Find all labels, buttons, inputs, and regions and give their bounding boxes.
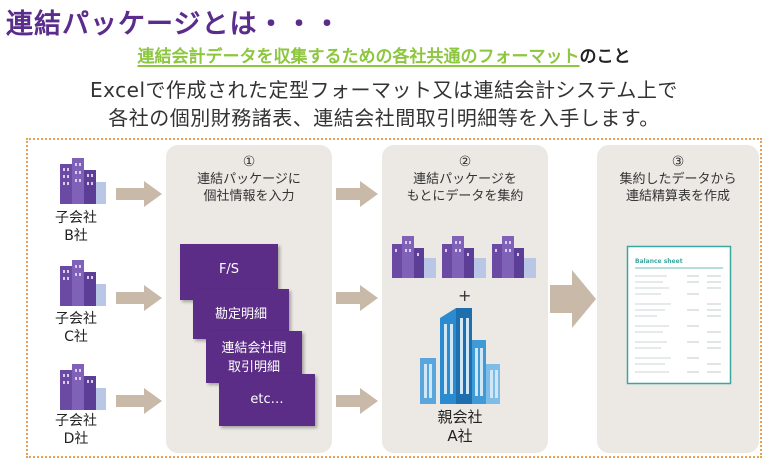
parent-company-name: A社: [447, 427, 473, 445]
big-arrow-right-icon: [550, 270, 596, 328]
step-2-label: ② 連結パッケージを もとにデータを集約: [382, 154, 548, 205]
page-title: 連結パッケージとは・・・: [6, 9, 342, 40]
document-torihiki-line-2: 取引明細: [227, 360, 280, 375]
subsidiary-b-type: 子会社: [55, 210, 97, 226]
document-etc: etc…: [219, 374, 315, 426]
balance-sheet-document-icon: Balance sheet: [626, 245, 732, 385]
subsidiary-c-type: 子会社: [55, 311, 97, 327]
subsidiary-d-type: 子会社: [55, 413, 97, 429]
document-etc-label: etc…: [250, 392, 284, 407]
step-1-label: ① 連結パッケージに 個社情報を入力: [166, 154, 332, 205]
subsidiary-d-building-icon: [60, 364, 106, 410]
subtitle-rest: のこと: [579, 47, 631, 67]
subsidiary-c-building-icon: [60, 260, 106, 306]
arrow-right-icon: [116, 181, 162, 207]
balance-sheet-title: Balance sheet: [635, 258, 683, 265]
diagram-frame: [26, 138, 762, 458]
arrow-right-icon: [116, 285, 162, 311]
description-line-2: 各社の個別財務諸表、連結会社間取引明細等を入手します。: [108, 106, 660, 130]
document-torihiki-line-1: 連結会社間: [221, 341, 287, 356]
parent-company-building-icon: [420, 308, 500, 404]
subsidiary-c-name: C社: [64, 329, 88, 345]
description-line-1: Excelで作成された定型フォーマット又は連結会計システム上で: [90, 78, 678, 102]
subtitle-highlight: 連結会計データを収集するための各社共通のフォーマット: [137, 47, 580, 67]
step-2-line-2: もとにデータを集約: [406, 189, 524, 204]
subsidiary-b-name: B社: [64, 228, 88, 244]
document-kanjo-label: 勘定明細: [214, 307, 267, 322]
step-1-line-2: 個社情報を入力: [203, 189, 295, 204]
subsidiary-d-label: 子会社 D社: [46, 412, 106, 448]
subtitle: 連結会計データを収集するための各社共通のフォーマットのこと: [0, 42, 768, 67]
parent-company-type: 親会社: [437, 408, 483, 426]
arrow-right-icon: [336, 181, 378, 207]
document-kanjo-meisai: 勘定明細: [193, 289, 289, 339]
plus-sign: +: [458, 286, 472, 305]
parent-company-label: 親会社 A社: [420, 408, 500, 446]
aggregated-building-icon: [492, 236, 536, 278]
subsidiary-c-label: 子会社 C社: [46, 310, 106, 346]
step-1-number: ①: [242, 154, 256, 170]
step-1-line-1: 連結パッケージに: [197, 172, 301, 187]
subsidiary-b-building-icon: [60, 158, 106, 204]
step-2-line-1: 連結パッケージを: [413, 172, 517, 187]
document-fs-label: F/S: [218, 262, 240, 277]
aggregated-building-icon: [442, 236, 486, 278]
step-3-line-2: 連結精算表を作成: [625, 189, 730, 204]
step-3-number: ③: [671, 154, 685, 170]
arrow-right-icon: [336, 388, 378, 414]
step-2-number: ②: [458, 154, 472, 170]
arrow-right-icon: [336, 285, 378, 311]
subsidiary-d-name: D社: [63, 431, 89, 447]
aggregated-building-icon: [392, 236, 436, 278]
subsidiary-b-label: 子会社 B社: [46, 209, 106, 245]
arrow-right-icon: [116, 388, 162, 414]
step-3-line-1: 集約したデータから: [619, 172, 737, 187]
step-3-label: ③ 集約したデータから 連結精算表を作成: [597, 154, 759, 205]
